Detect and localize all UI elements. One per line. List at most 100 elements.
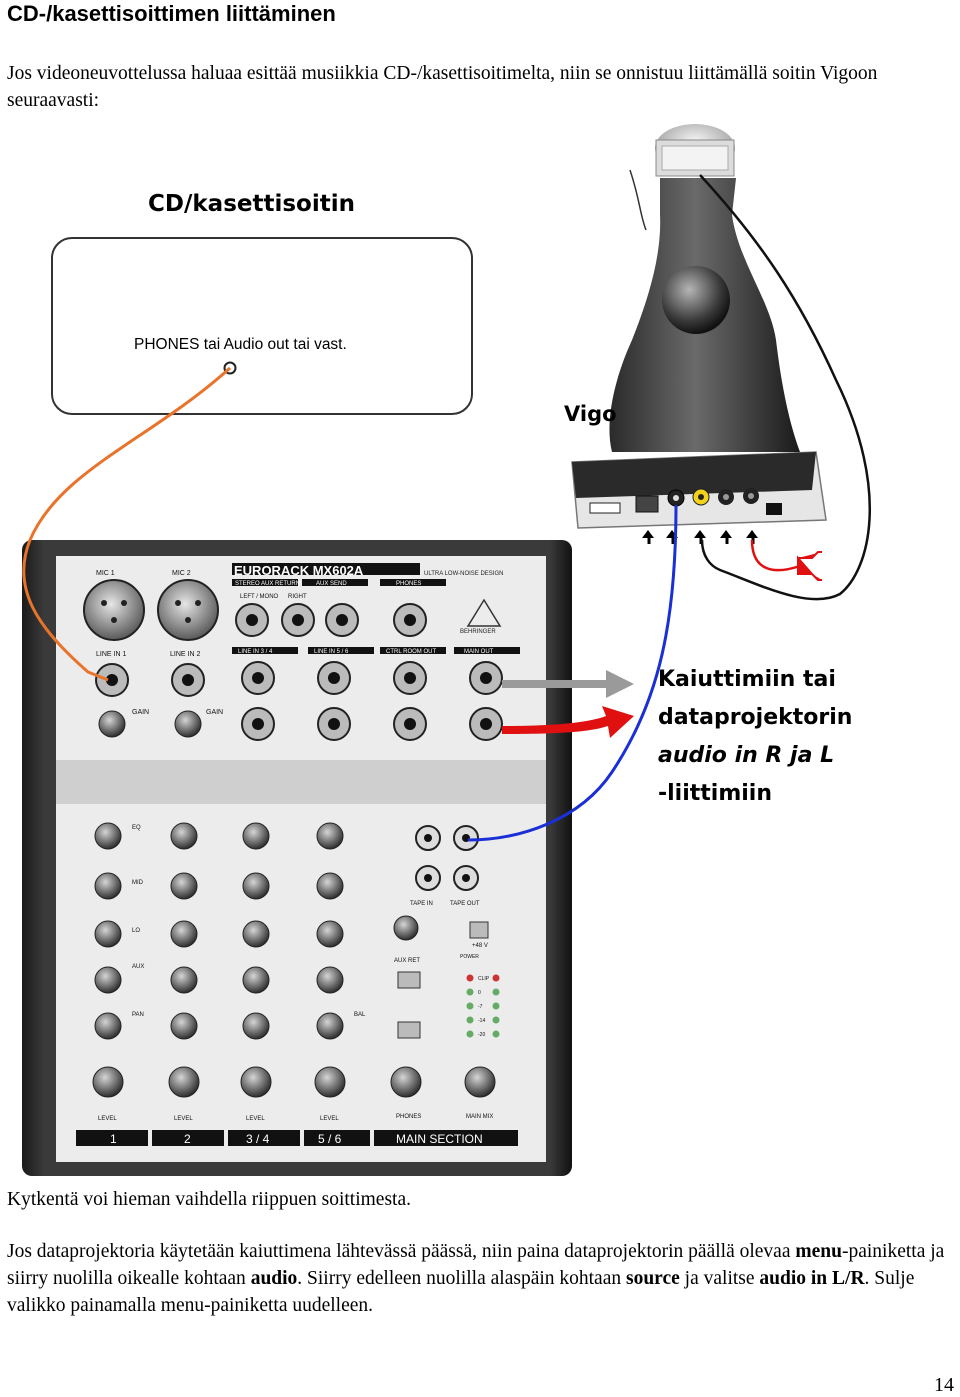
line-in56-label: LINE IN 5 / 6	[314, 649, 349, 655]
output-label-line-1: Kaiuttimiin tai	[658, 667, 836, 692]
channel-label-56: 5 / 6	[318, 1132, 342, 1146]
main-mix-label: MAIN MIX	[466, 1114, 493, 1120]
channel-knob[interactable]	[243, 823, 269, 849]
tape-out-label: TAPE OUT	[450, 901, 480, 907]
aux-label: AUX	[132, 964, 144, 970]
phones-knob-label: PHONES	[396, 1114, 421, 1120]
instruction-text: . Siirry edelleen nuolilla alaspäin koht…	[297, 1268, 626, 1289]
channel-label-1: 1	[110, 1132, 117, 1146]
meter-label: CLIP	[478, 976, 490, 982]
channel-knob[interactable]	[243, 873, 269, 899]
intro-paragraph: Jos videoneuvottelussa haluaa esittää mu…	[7, 60, 952, 114]
cd-player: CD/kasettisoitin PHONES tai Audio out ta…	[52, 191, 472, 414]
vigo-device: Vigo	[564, 124, 826, 544]
meter-led	[467, 975, 474, 982]
line-in34-label: LINE IN 3 / 4	[238, 649, 273, 655]
meter-led	[467, 1003, 474, 1010]
vigo-label: Vigo	[564, 402, 617, 426]
channel-knob[interactable]	[171, 873, 197, 899]
mixer-tagline: ULTRA LOW-NOISE DESIGN	[424, 571, 503, 577]
mixer-maker: BEHRINGER	[460, 629, 496, 635]
page-number: 14	[934, 1373, 954, 1397]
instruction-text: ja valitse	[680, 1268, 760, 1289]
instruction-text: Jos dataprojektoria käytetään kaiuttimen…	[7, 1241, 795, 1262]
mixer-brand: EURORACK MX602A	[234, 563, 364, 578]
aux-ret-label: AUX RET	[394, 958, 420, 964]
connection-diagram: CD/kasettisoitin PHONES tai Audio out ta…	[0, 120, 960, 1180]
meter-led	[493, 1031, 500, 1038]
phones-top-label: PHONES	[396, 581, 421, 587]
lo-label: LO	[132, 928, 140, 934]
mic1-label: MIC 1	[96, 570, 115, 577]
bold-term: audio in L/R	[759, 1268, 864, 1289]
channel-label-2: 2	[184, 1132, 191, 1146]
channel-knob[interactable]	[171, 1013, 197, 1039]
level-label: LEVEL	[98, 1116, 117, 1122]
channel-knob[interactable]	[95, 921, 121, 947]
meter-led	[467, 989, 474, 996]
channel-label-strip: 1 2 3 / 4 5 / 6 MAIN SECTION	[76, 1130, 518, 1146]
output-label: Kaiuttimiin tai dataprojektorin audio in…	[658, 667, 852, 806]
channel-knob[interactable]	[171, 921, 197, 947]
aux-send-label: AUX SEND	[316, 581, 347, 587]
level-label: LEVEL	[174, 1116, 193, 1122]
level-knob[interactable]	[93, 1067, 123, 1097]
cd-port-label: PHONES tai Audio out tai vast.	[134, 336, 347, 353]
main-out-label: MAIN OUT	[464, 649, 494, 655]
level-knob[interactable]	[169, 1067, 199, 1097]
channel-knob[interactable]	[95, 1013, 121, 1039]
mic2-xlr-jack	[158, 580, 218, 640]
meter-led	[467, 1031, 474, 1038]
channel-knob[interactable]	[95, 823, 121, 849]
level-knob[interactable]	[241, 1067, 271, 1097]
channel-knob[interactable]	[243, 1013, 269, 1039]
bold-term: source	[626, 1268, 680, 1289]
meter-led	[493, 1017, 500, 1024]
channel-knob[interactable]	[243, 967, 269, 993]
phantom-label: +48 V	[472, 943, 488, 949]
meter-led	[493, 975, 500, 982]
ctrl-room-out-label: CTRL ROOM OUT	[386, 649, 436, 655]
channel-knob[interactable]	[95, 967, 121, 993]
power-label: POWER	[460, 954, 479, 960]
line-in1-label: LINE IN 1	[96, 651, 126, 658]
meter-label: -20	[478, 1032, 485, 1038]
bal-label: BAL	[354, 1012, 366, 1018]
mic1-xlr-jack	[84, 580, 144, 640]
meter-led	[493, 1003, 500, 1010]
gain2-label: GAIN	[206, 709, 223, 716]
meter-led	[493, 989, 500, 996]
instructions-paragraph: Jos dataprojektoria käytetään kaiuttimen…	[7, 1238, 952, 1319]
pan-label: PAN	[132, 1012, 144, 1018]
power-cable	[752, 540, 800, 570]
main-section-label: MAIN SECTION	[396, 1132, 483, 1146]
channel-knob[interactable]	[317, 1013, 343, 1039]
page-heading: CD-/kasettisoittimen liittäminen	[7, 0, 336, 28]
level-label: LEVEL	[246, 1116, 265, 1122]
channel-label-34: 3 / 4	[246, 1132, 270, 1146]
level-knob[interactable]	[315, 1067, 345, 1097]
output-label-line-3: audio in R ja L	[658, 743, 834, 768]
gain1-label: GAIN	[132, 709, 149, 716]
channel-knob[interactable]	[95, 873, 121, 899]
channel-knob[interactable]	[317, 921, 343, 947]
channel-knob[interactable]	[171, 967, 197, 993]
meter-label: -7	[478, 1004, 483, 1010]
output-label-line-4: -liittimiin	[658, 781, 772, 806]
level-label: LEVEL	[320, 1116, 339, 1122]
left-mono-label: LEFT / MONO	[240, 594, 279, 600]
cd-player-title: CD/kasettisoitin	[148, 191, 355, 217]
channel-knob[interactable]	[317, 967, 343, 993]
channel-knob[interactable]	[317, 823, 343, 849]
meter-label: 0	[478, 990, 481, 996]
right-label: RIGHT	[288, 594, 307, 600]
channel-knob[interactable]	[317, 873, 343, 899]
power-plug	[798, 552, 822, 580]
output-label-line-2: dataprojektorin	[658, 705, 852, 730]
channel-knob[interactable]	[243, 921, 269, 947]
note-paragraph: Kytkentä voi hieman vaihdella riippuen s…	[7, 1186, 952, 1213]
meter-led	[467, 1017, 474, 1024]
channel-knob[interactable]	[171, 823, 197, 849]
meter-label: -14	[478, 1018, 485, 1024]
eq-label: EQ	[132, 825, 141, 831]
